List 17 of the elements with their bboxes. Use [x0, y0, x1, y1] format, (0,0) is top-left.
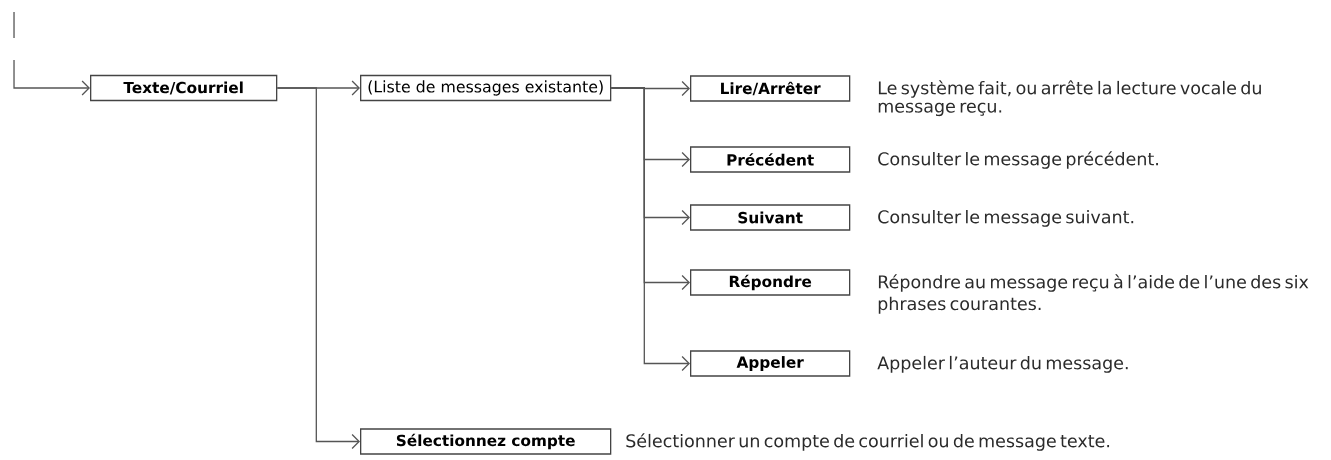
arrow [13, 59, 90, 96]
arrow [610, 87, 690, 372]
menu-box: Sélectionnez compte [360, 428, 612, 455]
menu-box: (Liste de messages existante) [360, 74, 612, 102]
menu-box: Précédent [690, 146, 851, 173]
description-text: Appeler l’auteur du message. [877, 355, 1128, 373]
description-text: Sélectionner un compte de courriel ou de message texte. [626, 433, 1110, 451]
arrow [276, 87, 360, 450]
description-text: Consulter le message précédent. [878, 151, 1158, 169]
description-text: Consulter le message suivant. [878, 209, 1134, 227]
description-text: Répondre au message reçu à l’aide de l’une des six phrases courantes. [878, 274, 1309, 314]
menu-box: Lire/Arrêter [690, 75, 851, 102]
menu-box: Suivant [690, 204, 851, 231]
menu-box: Texte/Courriel [90, 74, 278, 102]
description-text: Le système fait, ou arrête la lecture vocale du message reçu. [878, 80, 1261, 117]
menu-box: Appeler [690, 350, 851, 377]
menu-box: Répondre [690, 269, 851, 296]
